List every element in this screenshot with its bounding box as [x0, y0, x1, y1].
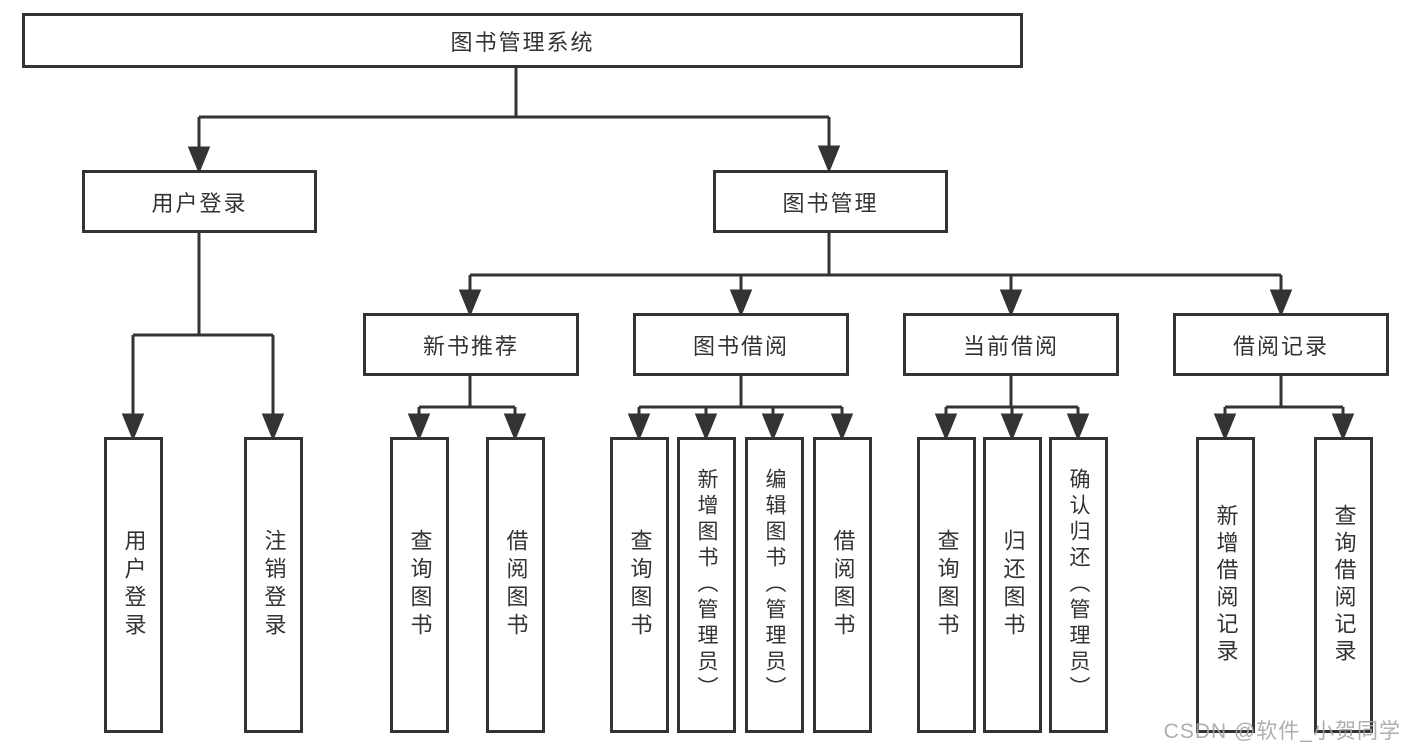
leaf-borrow-books-1: 借阅图书	[486, 437, 545, 733]
leaf-query-borrow-record: 查询借阅记录	[1314, 437, 1373, 733]
connector-root-to-level2	[187, 68, 841, 174]
line	[468, 233, 1283, 293]
connector-user-login-to-leaves	[121, 233, 285, 441]
node-new-book-recommend: 新书推荐	[363, 313, 579, 376]
arrowhead	[261, 413, 285, 441]
leaf-logout: 注销登录	[244, 437, 303, 733]
node-book-management: 图书管理	[713, 170, 948, 233]
line	[131, 233, 275, 417]
leaf-user-login: 用户登录	[104, 437, 163, 733]
line	[197, 68, 831, 150]
arrowhead	[694, 413, 718, 441]
node-borrow-records: 借阅记录	[1173, 313, 1389, 376]
leaf-query-books-3: 查询图书	[917, 437, 976, 733]
arrowhead	[407, 413, 431, 441]
arrowhead	[121, 413, 145, 441]
node-root-library-system: 图书管理系统	[22, 13, 1023, 68]
connector-borrow-records-to-leaves	[1213, 376, 1355, 441]
leaf-add-borrow-record: 新增借阅记录	[1196, 437, 1255, 733]
leaf-borrow-books-2: 借阅图书	[813, 437, 872, 733]
leaf-confirm-return-admin: 确认归还（管理员）	[1049, 437, 1108, 733]
arrowhead	[1066, 413, 1090, 441]
node-user-login: 用户登录	[82, 170, 317, 233]
arrowhead	[1331, 413, 1355, 441]
leaf-edit-book-admin: 编辑图书（管理员）	[745, 437, 804, 733]
node-book-borrow: 图书借阅	[633, 313, 849, 376]
arrowhead	[729, 289, 753, 317]
arrowhead	[1269, 289, 1293, 317]
arrowhead	[503, 413, 527, 441]
connector-current-borrow-to-leaves	[934, 376, 1090, 441]
arrowhead	[1000, 413, 1024, 441]
arrowhead	[817, 145, 841, 173]
arrowhead	[458, 289, 482, 317]
leaf-query-books-1: 查询图书	[390, 437, 449, 733]
arrowhead	[999, 289, 1023, 317]
line	[637, 376, 844, 417]
connector-book-mgmt-to-level3	[458, 233, 1293, 317]
watermark: CSDN @软件_小贺同学	[1163, 720, 1401, 743]
arrowhead	[830, 413, 854, 441]
leaf-add-book-admin: 新增图书（管理员）	[677, 437, 736, 733]
connector-book-borrow-to-leaves	[627, 376, 854, 441]
leaf-query-books-2: 查询图书	[610, 437, 669, 733]
arrowhead	[627, 413, 651, 441]
arrowhead	[761, 413, 785, 441]
arrowhead	[934, 413, 958, 441]
node-current-borrow: 当前借阅	[903, 313, 1119, 376]
leaf-return-books: 归还图书	[983, 437, 1042, 733]
arrowhead	[187, 146, 211, 174]
arrowhead	[1213, 413, 1237, 441]
connector-new-book-rec-to-leaves	[407, 376, 527, 441]
line	[417, 376, 517, 417]
line	[1223, 376, 1345, 417]
line	[944, 376, 1080, 417]
